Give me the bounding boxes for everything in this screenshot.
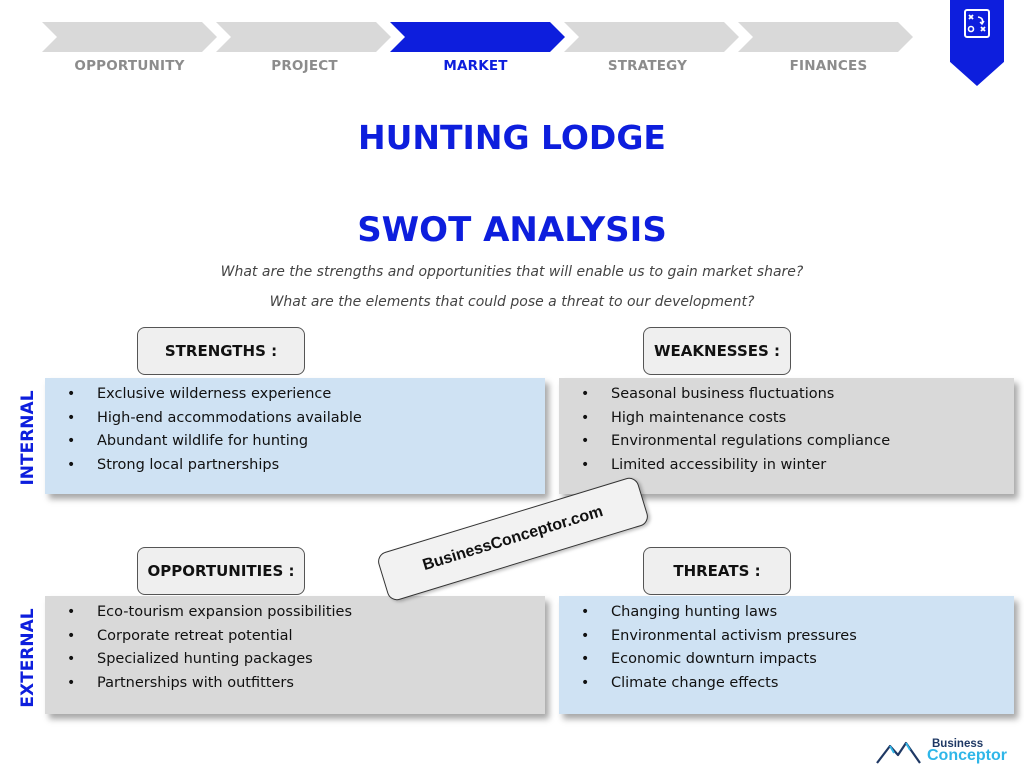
progress-steps xyxy=(42,22,913,52)
threats-box: Changing hunting laws Environmental acti… xyxy=(559,596,1014,714)
list-item: Corporate retreat potential xyxy=(65,625,545,649)
threats-header: THREATS : xyxy=(643,547,791,595)
strengths-box: Exclusive wilderness experience High-end… xyxy=(45,378,545,494)
opportunities-list: Eco-tourism expansion possibilities Corp… xyxy=(45,596,545,695)
list-item: Changing hunting laws xyxy=(579,601,1014,625)
step-label-project: PROJECT xyxy=(271,58,338,74)
step-opportunity xyxy=(42,22,217,52)
corner-ribbon xyxy=(950,0,1004,86)
weaknesses-list: Seasonal business fluctuations High main… xyxy=(559,378,1014,477)
logo-text-conceptor: Conceptor xyxy=(927,747,1007,764)
list-item: Limited accessibility in winter xyxy=(579,454,1014,478)
list-item: High-end accommodations available xyxy=(65,407,545,431)
list-item: Exclusive wilderness experience xyxy=(65,383,545,407)
threats-list: Changing hunting laws Environmental acti… xyxy=(559,596,1014,695)
step-project xyxy=(216,22,391,52)
step-label-opportunity: OPPORTUNITY xyxy=(74,58,185,74)
list-item: Economic downturn impacts xyxy=(579,648,1014,672)
opportunities-box: Eco-tourism expansion possibilities Corp… xyxy=(45,596,545,714)
external-label: EXTERNAL xyxy=(18,608,38,708)
list-item: High maintenance costs xyxy=(579,407,1014,431)
mountain-logo-icon xyxy=(876,741,921,764)
step-label-strategy: STRATEGY xyxy=(607,58,688,74)
question-1: What are the strengths and opportunities… xyxy=(220,264,804,280)
watermark-stamp: BusinessConceptor.com xyxy=(375,475,651,603)
opportunities-header: OPPORTUNITIES : xyxy=(137,547,305,595)
list-item: Specialized hunting packages xyxy=(65,648,545,672)
list-item: Strong local partnerships xyxy=(65,454,545,478)
step-finances xyxy=(738,22,913,52)
step-label-finances: FINANCES xyxy=(789,58,868,74)
strategy-board-icon xyxy=(964,9,990,38)
page-subtitle: SWOT ANALYSIS xyxy=(357,210,667,250)
list-item: Climate change effects xyxy=(579,672,1014,696)
logo-text-business: Business xyxy=(932,738,984,750)
strengths-list: Exclusive wilderness experience High-end… xyxy=(45,378,545,477)
step-strategy xyxy=(564,22,739,52)
weaknesses-box: Seasonal business fluctuations High main… xyxy=(559,378,1014,494)
step-label-market: MARKET xyxy=(443,58,508,74)
business-conceptor-logo: Business Conceptor xyxy=(876,737,1016,765)
list-item: Eco-tourism expansion possibilities xyxy=(65,601,545,625)
question-2: What are the elements that could pose a … xyxy=(269,294,755,310)
page-title: HUNTING LODGE xyxy=(358,118,666,157)
list-item: Environmental activism pressures xyxy=(579,625,1014,649)
list-item: Abundant wildlife for hunting xyxy=(65,430,545,454)
step-market xyxy=(390,22,565,52)
weaknesses-header: WEAKNESSES : xyxy=(643,327,791,375)
list-item: Partnerships with outfitters xyxy=(65,672,545,696)
internal-label: INTERNAL xyxy=(18,390,38,486)
list-item: Seasonal business fluctuations xyxy=(579,383,1014,407)
list-item: Environmental regulations compliance xyxy=(579,430,1014,454)
strengths-header: STRENGTHS : xyxy=(137,327,305,375)
